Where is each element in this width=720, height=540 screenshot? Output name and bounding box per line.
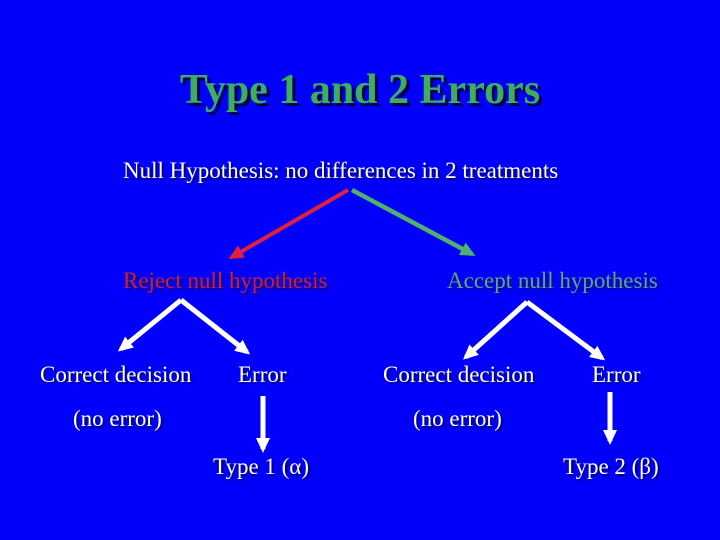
arrow-null-to-reject: [228, 188, 350, 260]
accept-no-error-note: (no error): [413, 406, 502, 431]
slide-title: Type 1 and 2 Errors: [179, 67, 541, 113]
reject-null-hypothesis-label: Reject null hypothesis: [123, 268, 328, 293]
arrow-accept-to-correct: [463, 300, 529, 360]
arrow-accept-to-error: [525, 299, 606, 361]
arrow-reject-to-correct: [117, 298, 183, 352]
reject-error-label: Error: [238, 362, 287, 387]
arrow-null-to-accept: [350, 188, 476, 256]
reject-correct-decision-label: Correct decision: [40, 362, 192, 387]
accept-null-hypothesis-label: Accept null hypothesis: [447, 268, 658, 293]
reject-no-error-note: (no error): [73, 406, 162, 431]
type-1-alpha-label: Type 1 (α): [213, 454, 310, 479]
accept-correct-decision-label: Correct decision: [383, 362, 535, 387]
type-2-beta-label: Type 2 (β): [563, 454, 659, 479]
null-hypothesis-label: Null Hypothesis: no differences in 2 tre…: [123, 158, 559, 183]
arrow-reject-to-error: [179, 298, 251, 355]
accept-error-label: Error: [592, 362, 641, 387]
